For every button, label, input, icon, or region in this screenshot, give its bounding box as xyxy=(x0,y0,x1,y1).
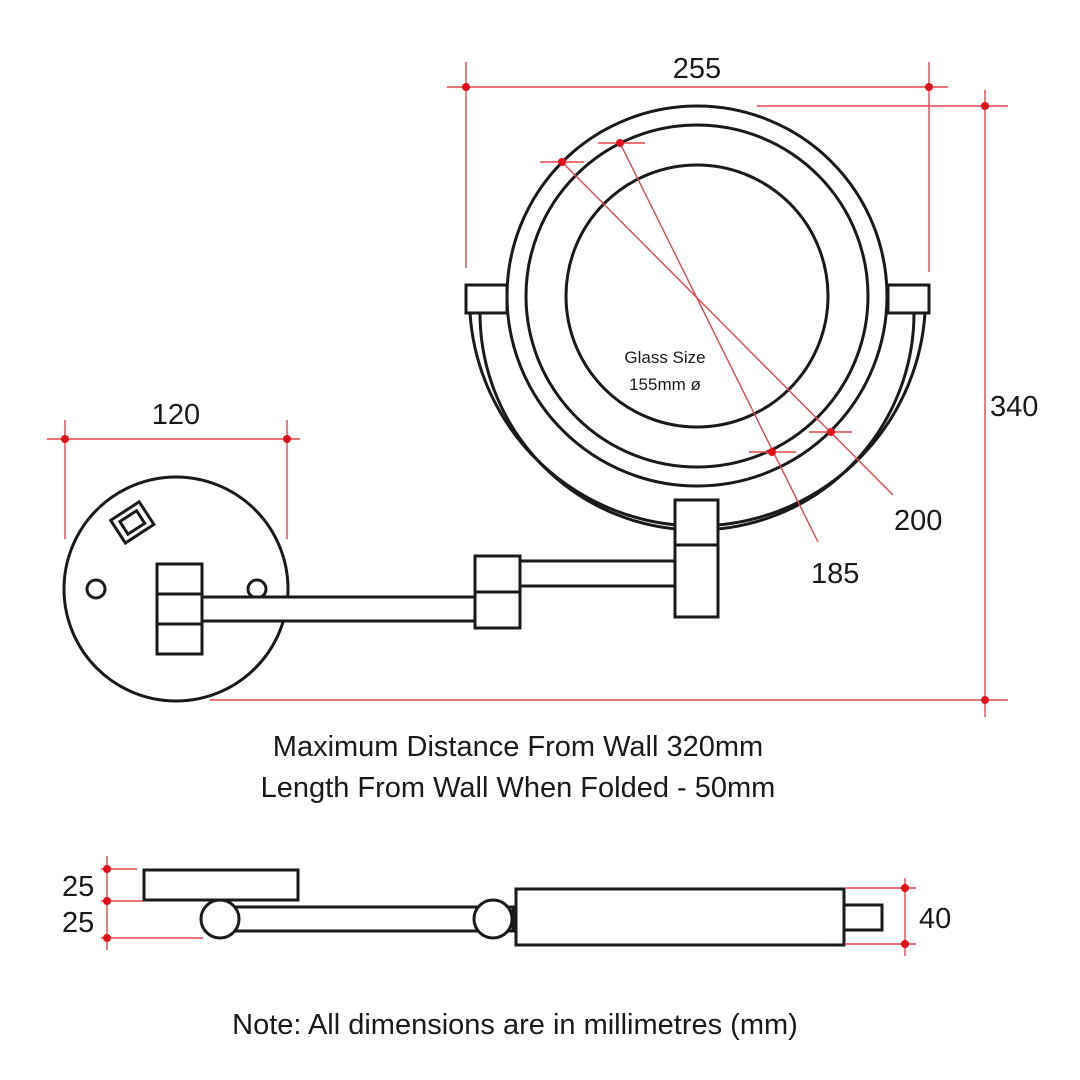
dim-120-label: 120 xyxy=(152,399,200,431)
dim-200-line xyxy=(561,161,894,496)
caption-folded-length: Length From Wall When Folded - 50mm xyxy=(261,772,776,804)
wall-plate-switch-outer xyxy=(108,499,156,546)
wall-plate-switch-inner xyxy=(117,508,147,537)
side-mirror-knob xyxy=(842,903,884,932)
dim-120-dot-right xyxy=(283,435,291,443)
dimension-height-340: 340 xyxy=(210,90,1038,717)
dim-340-label: 340 xyxy=(990,391,1038,423)
arm-bar-upper xyxy=(518,559,677,588)
wall-plate-screw-hole-left xyxy=(85,578,107,600)
dim-side-dot-bottom xyxy=(103,934,111,942)
mirror-front-view xyxy=(464,104,931,532)
dim-200-dot-bottom xyxy=(827,428,835,436)
dim-side-right-dot-top xyxy=(901,884,909,892)
dim-side-right-label: 40 xyxy=(919,903,951,935)
dim-side-bottom-label: 25 xyxy=(62,907,94,939)
side-arm-bar xyxy=(218,905,515,933)
arm-joint-mirror xyxy=(673,498,720,619)
dim-185-label: 185 xyxy=(811,558,859,590)
dim-200-dot-top xyxy=(558,158,566,166)
glass-size-label: Glass Size xyxy=(624,348,705,367)
dim-185-line xyxy=(619,142,819,543)
arm-bracket-wall xyxy=(155,562,204,656)
dim-120-dot-left xyxy=(61,435,69,443)
dimension-plate-120: 120 xyxy=(47,399,300,539)
side-joint-left xyxy=(199,898,241,940)
pivot-block-left xyxy=(464,283,509,315)
dim-185-dot-top xyxy=(616,139,624,147)
side-wall-plate xyxy=(142,868,300,902)
glass-size-value: 155mm ø xyxy=(629,375,701,394)
dimension-width-255: 255 xyxy=(447,53,948,272)
dim-340-dot-top xyxy=(981,102,989,110)
dim-255-label: 255 xyxy=(673,53,721,85)
pivot-block-right xyxy=(886,283,931,315)
dim-255-dot-right xyxy=(925,83,933,91)
dim-255-dot-left xyxy=(462,83,470,91)
note-units: Note: All dimensions are in millimetres … xyxy=(232,1009,798,1041)
dimension-diameter-185: 185 xyxy=(598,139,859,590)
dim-side-dot-mid xyxy=(103,897,111,905)
dim-200-label: 200 xyxy=(894,505,942,537)
dim-340-dot-bottom xyxy=(981,696,989,704)
dim-side-right-dot-bottom xyxy=(901,940,909,948)
side-mirror-body xyxy=(514,887,846,947)
dimension-diameter-200: 200 xyxy=(540,158,942,537)
side-joint-right xyxy=(472,898,514,940)
mirror-side-view: 25 25 40 xyxy=(62,856,951,956)
dim-185-dot-bottom xyxy=(768,448,776,456)
dim-side-dot-top xyxy=(103,865,111,873)
dim-side-top-label: 25 xyxy=(62,871,94,903)
mirror-glass xyxy=(564,163,830,429)
mirror-middle-ring xyxy=(524,123,870,469)
arm-bar-lower xyxy=(200,595,478,623)
arm-assembly xyxy=(155,498,720,656)
caption-max-distance: Maximum Distance From Wall 320mm xyxy=(273,731,763,763)
